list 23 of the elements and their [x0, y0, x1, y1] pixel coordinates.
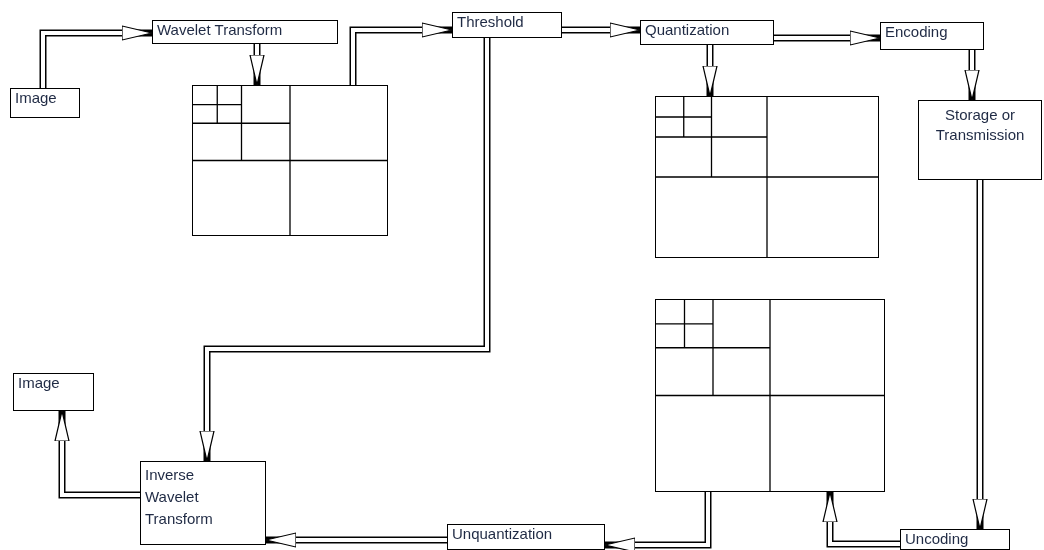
box-label: Threshold: [457, 13, 525, 32]
box-label: Encoding: [885, 23, 949, 42]
box-label: Quantization: [645, 21, 731, 40]
box-label: Unquantization: [452, 525, 554, 544]
box-label: Wavelet Transform: [157, 21, 284, 40]
process-box: [447, 524, 605, 550]
process-box: [152, 20, 338, 44]
process-box: [918, 100, 1042, 180]
subband-grid-drawing: [655, 96, 879, 258]
subband-grid-drawing: [655, 299, 885, 492]
process-box: [10, 88, 80, 118]
box-label: Inverse Wavelet Transform: [145, 465, 213, 529]
process-box: [880, 22, 984, 50]
box-label: Uncoding: [905, 530, 970, 549]
box-label: Image: [18, 374, 61, 393]
box-label: Image: [15, 89, 58, 108]
subband-grid-drawing: [192, 85, 388, 236]
process-box: [140, 461, 266, 545]
process-box: [452, 12, 562, 38]
box-label: Storage or Transmission: [935, 105, 1025, 145]
process-box: [640, 20, 774, 45]
process-box: [13, 373, 94, 411]
process-box: [900, 529, 1010, 550]
